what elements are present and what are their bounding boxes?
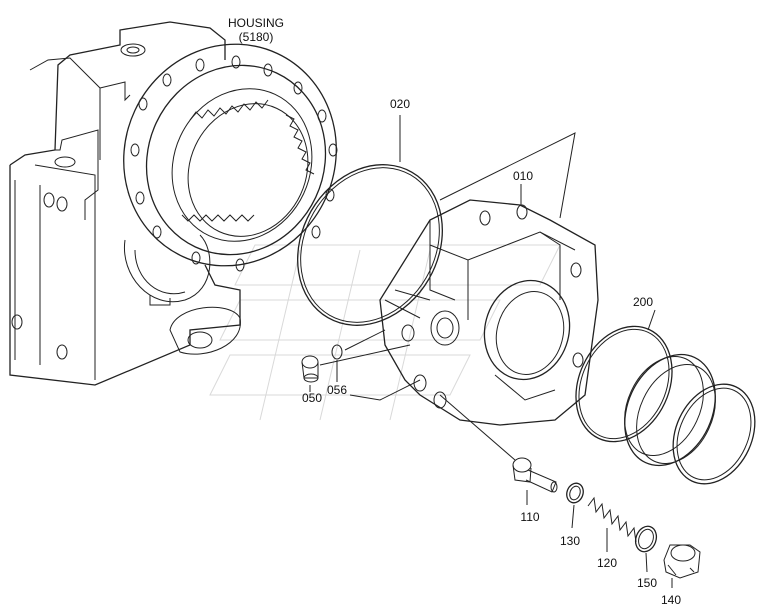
part-140-plug [663,544,701,579]
housing-drawing [9,21,338,386]
part-130-ring [566,482,584,504]
part-110-screw [512,457,558,493]
part-120-spring [587,496,637,543]
housing-ref: (5180) [239,30,274,44]
callout-label: 130 [560,534,580,548]
callout-label: 056 [327,383,347,397]
part-010-cover [379,199,599,426]
part-150-ring [634,525,658,553]
leader-lines [309,115,673,588]
callout-label: 010 [513,169,533,183]
watermark-logo [209,244,561,421]
housing-title: HOUSING [228,16,284,30]
part-050-plug [301,355,319,383]
part-020-o-ring [297,164,443,326]
callout-label: 150 [637,576,657,590]
callout-label: 050 [302,391,322,405]
callout-label: 120 [597,556,617,570]
part-200-seal-group [575,325,756,485]
callout-label: 140 [661,593,681,607]
callout-label: 110 [520,510,539,524]
callout-label: 200 [633,295,653,309]
part-056-o-ring [331,344,343,360]
callout-label: 020 [390,97,410,111]
